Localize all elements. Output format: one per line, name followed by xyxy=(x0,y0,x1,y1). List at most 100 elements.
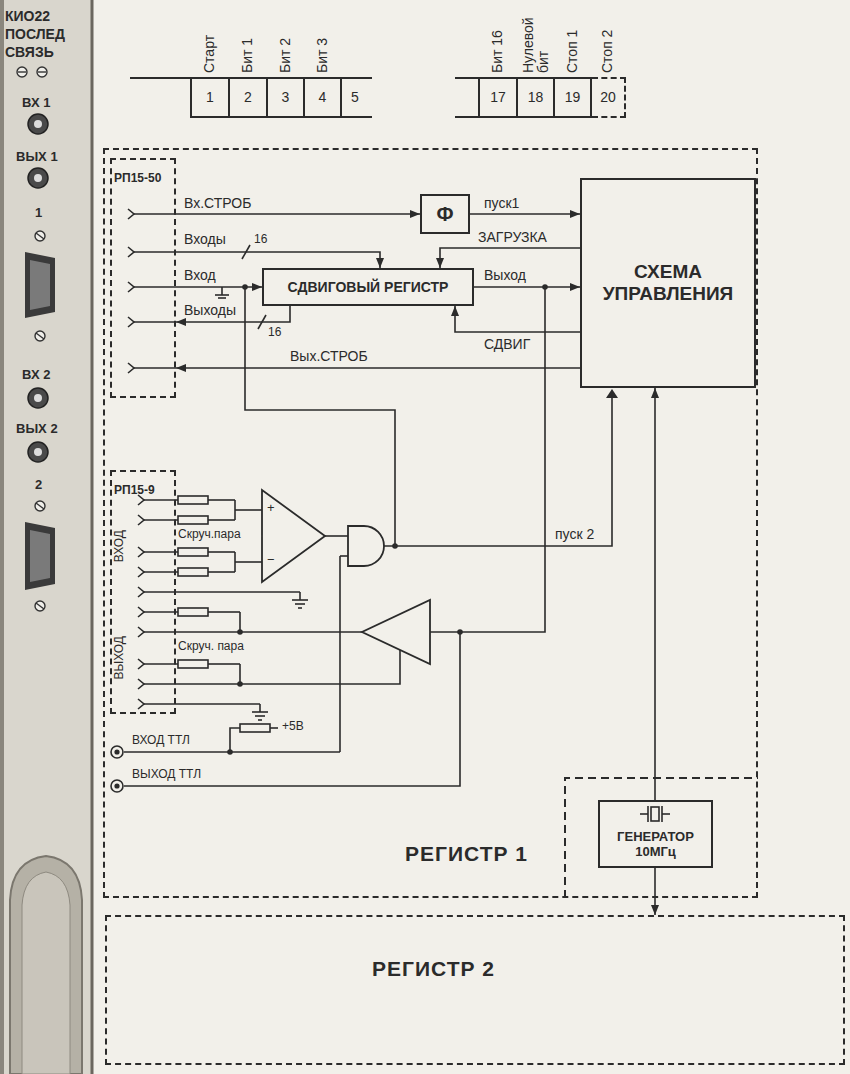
wiring xyxy=(144,611,178,613)
bnc-connector xyxy=(34,174,42,182)
panel-marking: СВЯЗЬ xyxy=(5,44,54,60)
front-panel xyxy=(0,0,4,1074)
wiring xyxy=(235,509,262,511)
bit-name: Стоп 2 xyxy=(600,9,615,73)
wiring xyxy=(138,627,144,637)
coax-socket-symbol xyxy=(115,750,119,754)
resistor-symbol xyxy=(178,516,208,524)
bnc-connector xyxy=(34,120,42,128)
signal-line xyxy=(440,248,580,268)
and-gate-symbol xyxy=(348,526,384,566)
bit-cell: 5 xyxy=(340,77,372,118)
panel-screw xyxy=(35,231,45,241)
signal-label: пуск1 xyxy=(484,195,519,211)
wiring xyxy=(255,715,265,717)
wiring xyxy=(138,679,144,689)
junction-dot xyxy=(237,629,243,635)
front-panel xyxy=(10,856,82,1074)
wiring xyxy=(144,650,400,684)
wiring xyxy=(325,535,348,537)
signal-line xyxy=(470,213,580,215)
wiring xyxy=(292,599,308,601)
resistor-symbol xyxy=(178,568,208,576)
sub-d-connector xyxy=(30,530,50,582)
wiring xyxy=(138,607,144,617)
front-panel xyxy=(22,872,70,1074)
wiring xyxy=(138,567,144,577)
sub-d-connector xyxy=(30,260,50,310)
wiring xyxy=(134,213,176,215)
wiring xyxy=(138,699,144,709)
box-label: ГЕНЕРАТОР 10МГц xyxy=(606,830,705,860)
wiring xyxy=(144,631,362,633)
bit-name: Бит 2 xyxy=(278,9,293,73)
wiring xyxy=(144,663,178,665)
socket-name: 1 xyxy=(35,206,42,221)
wiring xyxy=(128,317,134,327)
wiring xyxy=(339,556,341,752)
wiring xyxy=(295,603,305,605)
bus-width: 16 xyxy=(268,326,281,340)
signal-label: СДВИГ xyxy=(484,336,530,352)
wiring xyxy=(144,499,178,501)
wiring xyxy=(208,663,240,665)
wiring xyxy=(134,321,176,323)
resistor-symbol xyxy=(178,608,208,616)
amplifier-symbol xyxy=(262,490,430,664)
signal-label: Вход xyxy=(184,267,216,283)
panel-screw xyxy=(36,603,44,609)
front-panel xyxy=(0,0,92,1074)
wiring xyxy=(144,519,178,521)
arrow-head xyxy=(606,389,618,398)
panel-screw xyxy=(35,501,45,511)
signal-line xyxy=(176,367,580,369)
region-title: РЕГИСТР 1 xyxy=(405,842,528,866)
connector-block: РП15-50 xyxy=(110,158,176,398)
wiring xyxy=(230,728,240,752)
panel-marking: ПОСЛЕД xyxy=(5,26,65,42)
wiring xyxy=(128,247,134,257)
crystal-symbol xyxy=(651,807,659,821)
wiring xyxy=(134,367,176,369)
signal-line xyxy=(176,213,420,215)
socket-name: 2 xyxy=(35,478,42,493)
wiring xyxy=(208,499,235,501)
wiring xyxy=(430,287,545,632)
wiring xyxy=(259,704,261,712)
cable-note: Скруч.пара xyxy=(178,528,241,542)
signal-label: ВХОД ТТЛ xyxy=(132,734,190,748)
signal-line xyxy=(654,868,656,915)
coax-socket-symbol xyxy=(111,746,123,792)
bit-cell: Бит 12 xyxy=(228,77,268,118)
bit-number: 4 xyxy=(319,89,327,105)
signal-line xyxy=(176,252,380,268)
wiring xyxy=(208,519,235,521)
wiring xyxy=(252,711,268,713)
waveform-line xyxy=(130,77,191,79)
wiring xyxy=(144,571,178,573)
register-region: РЕГИСТР 1РП15-50ФСДВИГОВЫЙ РЕГИСТРСХЕМА … xyxy=(103,148,758,898)
bnc-connector xyxy=(28,168,48,188)
panel-screw xyxy=(18,71,26,72)
panel-screw xyxy=(36,233,44,239)
wiring xyxy=(340,555,348,557)
panel-screw xyxy=(35,601,45,611)
wiring xyxy=(239,664,241,684)
socket-name: ВХ 2 xyxy=(22,368,50,383)
box-label: СДВИГОВЫЙ РЕГИСТР xyxy=(288,279,449,295)
socket-name: ВХ 1 xyxy=(22,96,50,111)
wiring xyxy=(662,813,670,815)
wiring xyxy=(138,587,144,597)
and-gate-symbol xyxy=(348,526,384,566)
wiring xyxy=(138,659,144,669)
socket-name: ВЫХ 2 xyxy=(16,422,58,437)
bit-cell: Бит 1617 xyxy=(478,77,518,118)
wiring xyxy=(647,806,649,822)
signal-line xyxy=(654,388,656,800)
wiring xyxy=(128,363,134,373)
bit-name: Нулевой бит xyxy=(520,9,551,73)
bit-name: Старт xyxy=(202,9,217,73)
pin-group-name: ВХОД xyxy=(113,530,126,562)
signal-label: ЗАГРУЗКА xyxy=(478,229,547,245)
bit-name: Бит 3 xyxy=(315,9,330,73)
